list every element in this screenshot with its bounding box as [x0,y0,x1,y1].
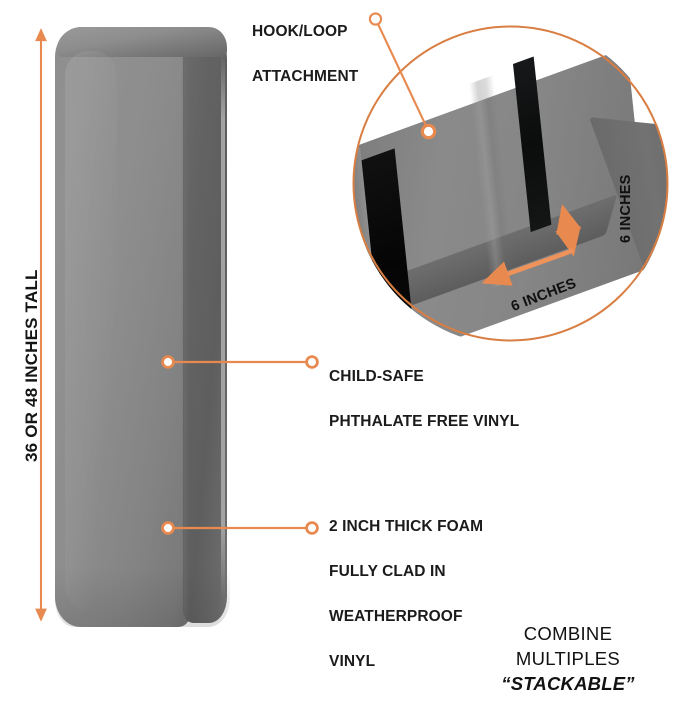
pad-front-face [55,27,190,627]
pad-corner-seam [181,39,189,617]
callout-foam-line2: FULLY CLAD IN [329,563,446,581]
hook-loop-leader-origin-dot [368,12,383,26]
stackable-line1: COMBINE [523,623,613,644]
pad-top-cap [57,27,227,57]
foam-leader-text-dot [305,521,319,535]
callout-child-safe-line1: CHILD-SAFE [329,368,424,386]
stackable-note: COMBINE MULTIPLES “STACKABLE” [473,622,663,697]
callout-child-safe-line2: PHTHALATE FREE VINYL [329,413,520,431]
callout-child-safe: CHILD-SAFE PHTHALATE FREE VINYL [329,344,519,456]
callout-hook-loop: HOOK/LOOP ATTACHMENT [252,0,358,111]
pad-side-face [183,31,227,623]
callout-hook-loop-line1: HOOK/LOOP [252,23,348,41]
inset-depth-label: 6 INCHES [618,174,634,243]
product-pad-illustration [55,27,230,627]
pad-edge-highlight [221,53,225,601]
callout-hook-loop-line2: ATTACHMENT [252,68,359,86]
child-safe-leader-text-dot [305,355,319,369]
callout-foam-line3: WEATHERPROOF [329,608,463,626]
stackable-line2: MULTIPLES [515,647,621,669]
callout-foam: 2 INCH THICK FOAM FULLY CLAD IN WEATHERP… [329,494,483,696]
height-dimension-label: 36 OR 48 INCHES TALL [22,269,41,462]
callout-foam-line1: 2 INCH THICK FOAM [329,518,484,536]
callout-foam-line4: VINYL [329,653,376,671]
stackable-line3: “STACKABLE” [501,672,635,694]
